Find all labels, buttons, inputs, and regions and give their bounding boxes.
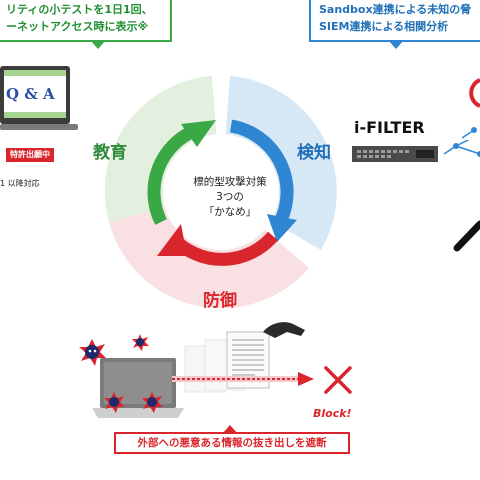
center-caption-line3: 「かなめ」 [203,206,257,218]
block-x-icon [324,366,352,394]
exfiltration-arrow [172,372,314,386]
ifilter-appliance [352,140,480,252]
virus-icon-4 [132,334,149,351]
center-caption: 標的型攻撃対策 3つの 「かなめ」 [175,175,285,220]
education-callout-line2: ーネットアクセス時に表示※ [6,20,149,33]
defense-label: 防御 [203,291,237,311]
detection-callout-line2: SIEM連携による相関分析 [319,20,449,33]
education-callout-pointer [90,40,106,49]
network-node-icon [462,127,477,139]
qa-text: Q & A [6,85,55,103]
virus-icon-3 [142,392,163,413]
detection-callout-pointer [388,40,404,49]
prevention-callout-pointer [222,425,238,434]
center-caption-line1: 標的型攻撃対策 [193,176,267,188]
center-caption-line2: 3つの [216,191,244,203]
detection-label: 検知 [297,143,331,163]
education-label: 教育 [93,143,127,163]
infected-laptop-icon [79,334,184,418]
block-label: Block! [313,407,352,420]
laptop-qa-icon [0,66,78,130]
red-circle-icon [469,78,480,108]
prevention-callout: 外部への悪意ある情報の抜き出しを遮断 [114,432,350,454]
detection-callout-line1: Sandbox連携による未知の脅 [319,3,472,16]
patent-badge: 特許出願中 [6,148,54,162]
virus-icon-2 [104,392,125,413]
education-callout: リティの小テストを1日1回、 ーネットアクセス時に表示※ [0,0,172,42]
detection-arrow [229,119,294,223]
version-note: 1 以降対応 [0,179,40,188]
virus-icon-1 [79,339,106,366]
ifilter-logo: i-FILTER [354,118,425,137]
education-callout-line1: リティの小テストを1日1回、 [6,3,153,16]
education-arrow [147,123,199,225]
